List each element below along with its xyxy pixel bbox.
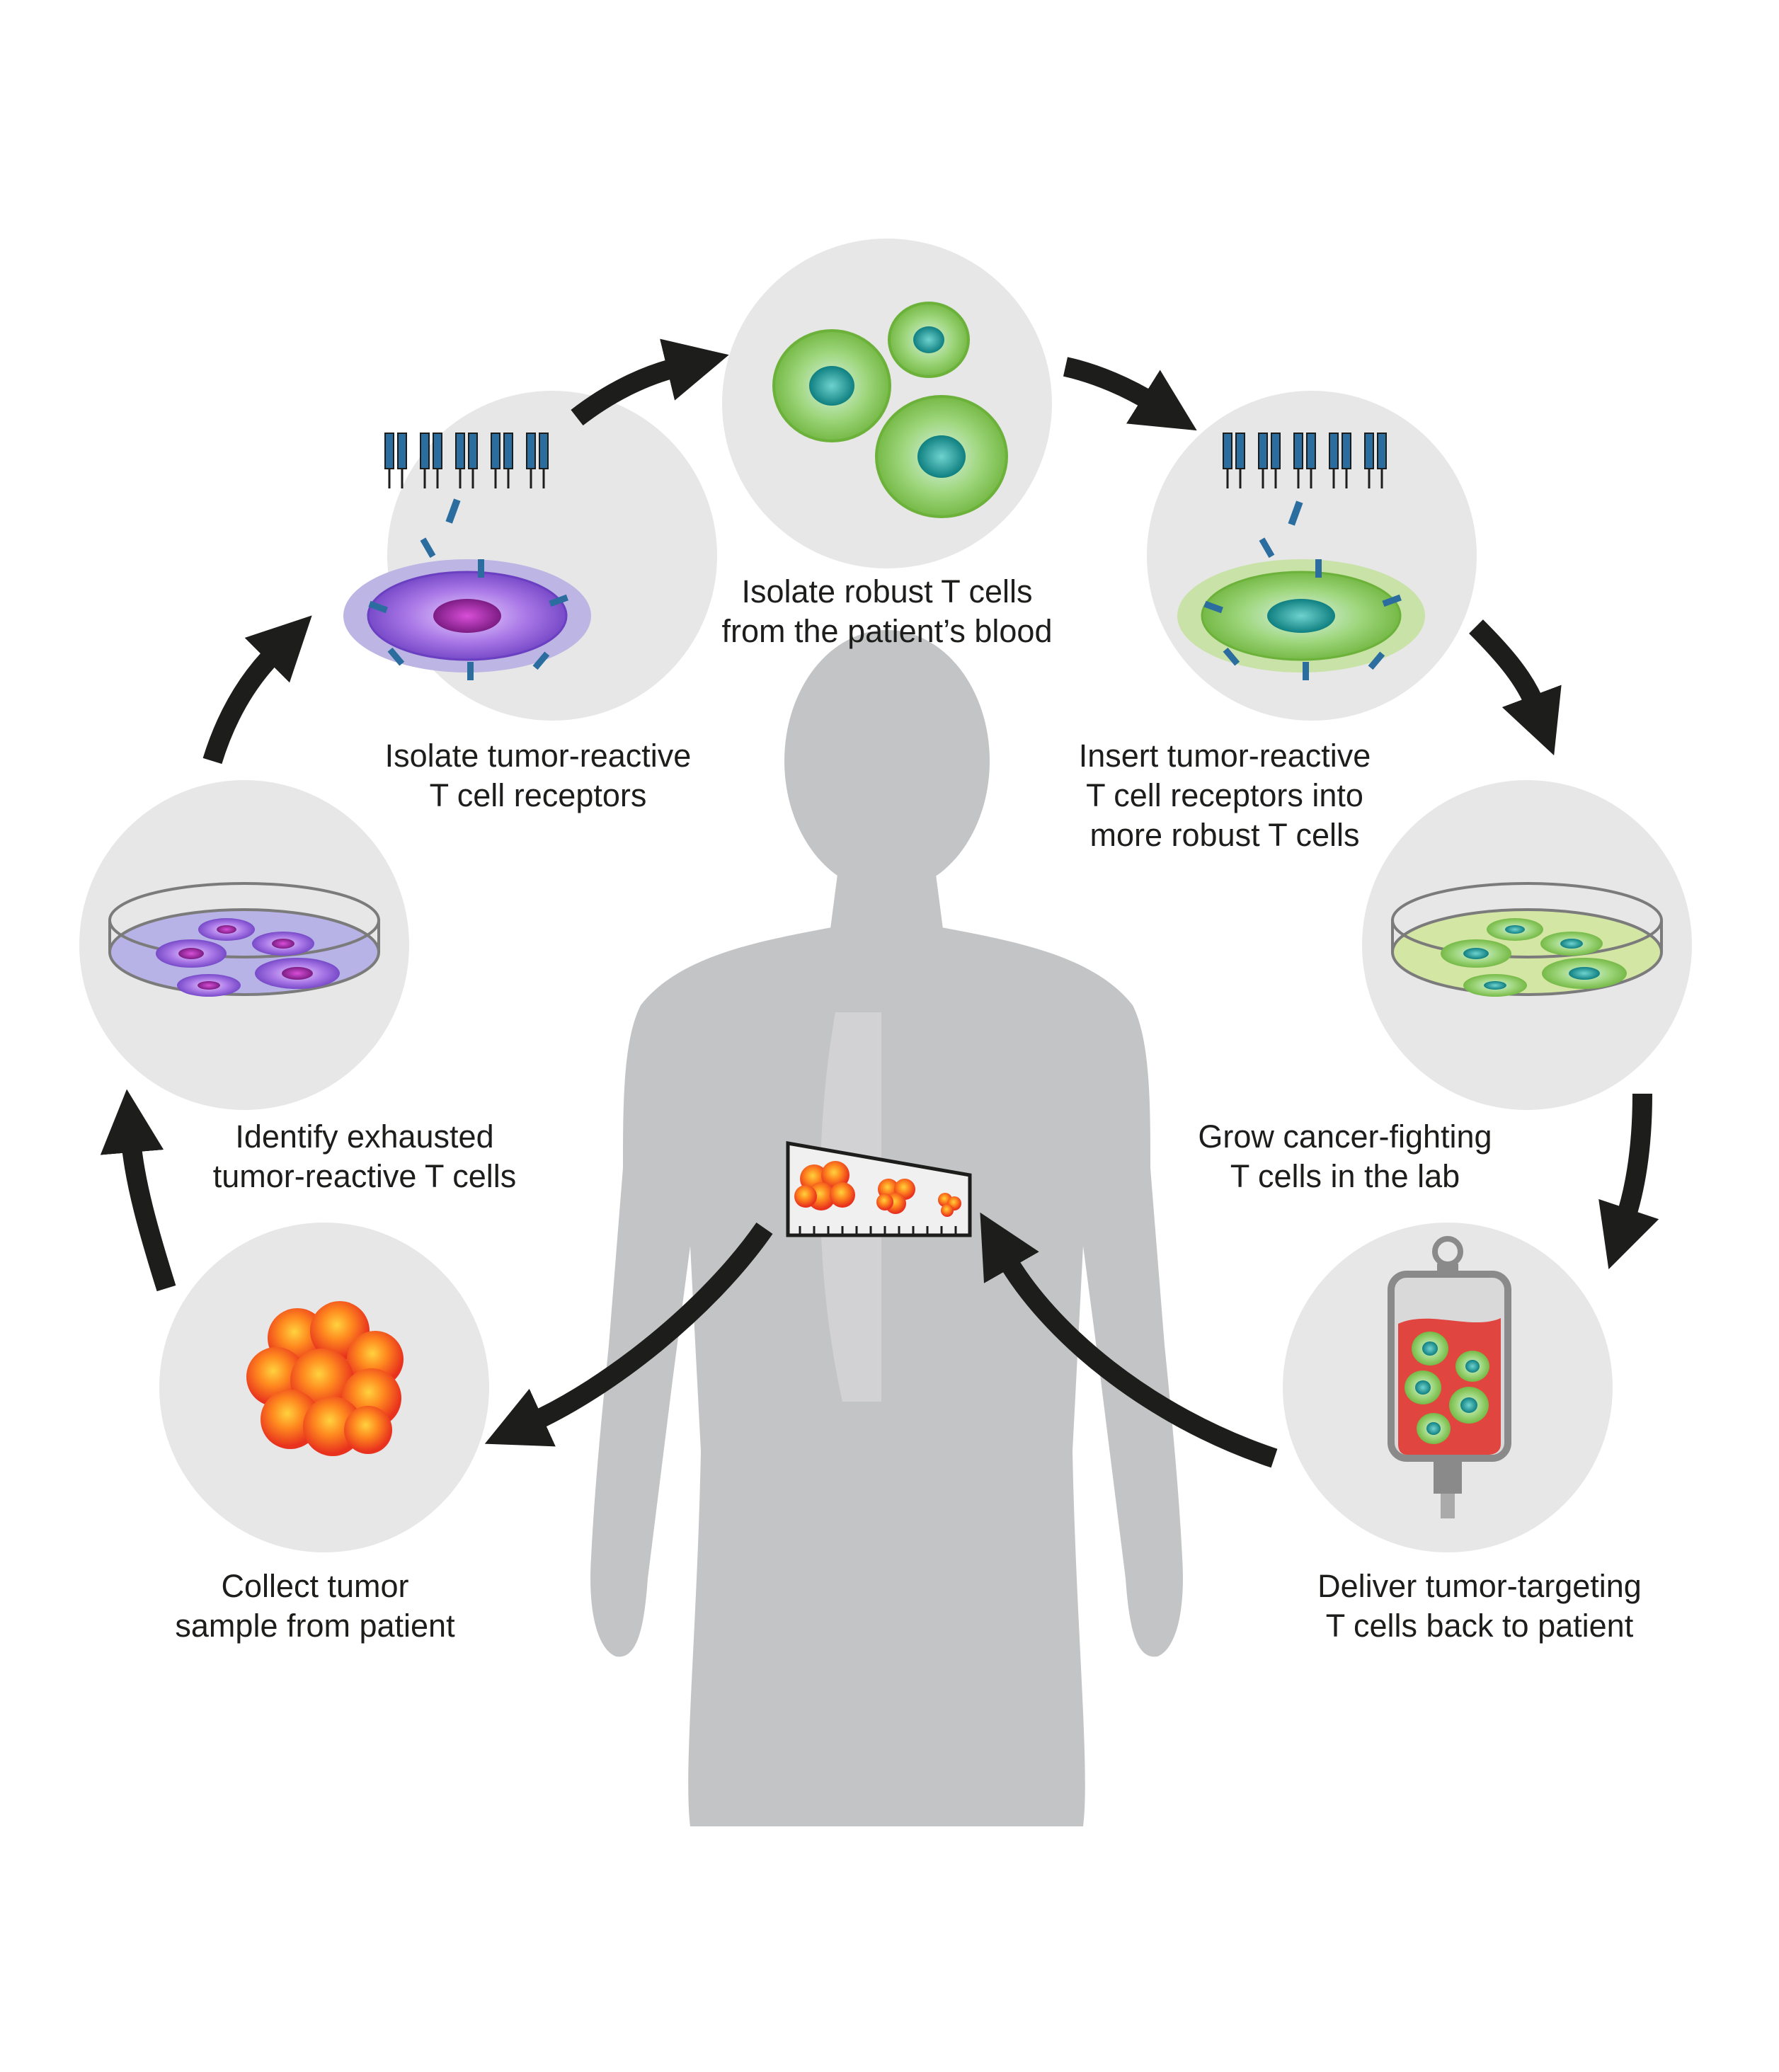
arrow-grow-to-deliver [1598,1093,1659,1270]
caption-line: sample from patient [175,1608,455,1644]
caption-isolate-tcr: Isolate tumor-reactive T cell receptors [354,736,722,815]
arrow-collect-to-identify [100,1089,176,1292]
caption-line: Collect tumor [221,1568,409,1604]
receptor-green-cell-icon [1177,433,1425,680]
caption-line: Grow cancer-fighting [1198,1118,1492,1155]
caption-line: Isolate robust T cells [741,573,1033,609]
iv-bag-icon [1388,1236,1511,1518]
caption-line: Isolate tumor-reactive [384,738,692,774]
caption-isolate-robust: Isolate robust T cells from the patient’… [710,572,1064,651]
caption-line: T cell receptors [429,777,647,813]
caption-line: T cells back to patient [1325,1608,1634,1644]
arrow-body-to-collect [484,1223,773,1447]
arrow-deliver-to-body [980,1212,1278,1468]
caption-line: T cells in the lab [1230,1158,1460,1194]
caption-deliver: Deliver tumor-targeting T cells back to … [1274,1567,1685,1646]
green-t-cells-icon [772,302,1008,518]
tumor-cluster-icon [246,1301,404,1456]
caption-grow: Grow cancer-fighting T cells in the lab [1161,1117,1529,1196]
arrow-identify-to-isolate-tcr [202,615,312,765]
tumor-shrink-chart [786,1141,972,1237]
arrow-robust-to-insert [1063,357,1197,431]
receptor-purple-cell-icon [343,433,591,680]
arrow-insert-to-grow [1469,619,1562,756]
caption-line: T cell receptors into [1086,777,1363,813]
caption-collect: Collect tumor sample from patient [135,1567,496,1646]
body-silhouette [590,630,1183,1826]
process-arrows [100,338,1659,1468]
caption-line: Insert tumor-reactive [1078,738,1371,774]
arrow-isolate-tcr-to-robust [571,338,729,426]
caption-line: more robust T cells [1089,817,1360,853]
caption-line: Deliver tumor-targeting [1317,1568,1642,1604]
caption-identify: Identify exhausted tumor-reactive T cell… [177,1117,552,1196]
petri-dish-purple-icon [108,882,380,997]
caption-line: tumor-reactive T cells [212,1158,517,1194]
caption-line: Identify exhausted [235,1118,494,1155]
petri-dish-green-icon [1391,882,1663,997]
caption-line: from the patient’s blood [721,613,1053,649]
caption-insert: Insert tumor-reactive T cell receptors i… [1041,736,1409,855]
